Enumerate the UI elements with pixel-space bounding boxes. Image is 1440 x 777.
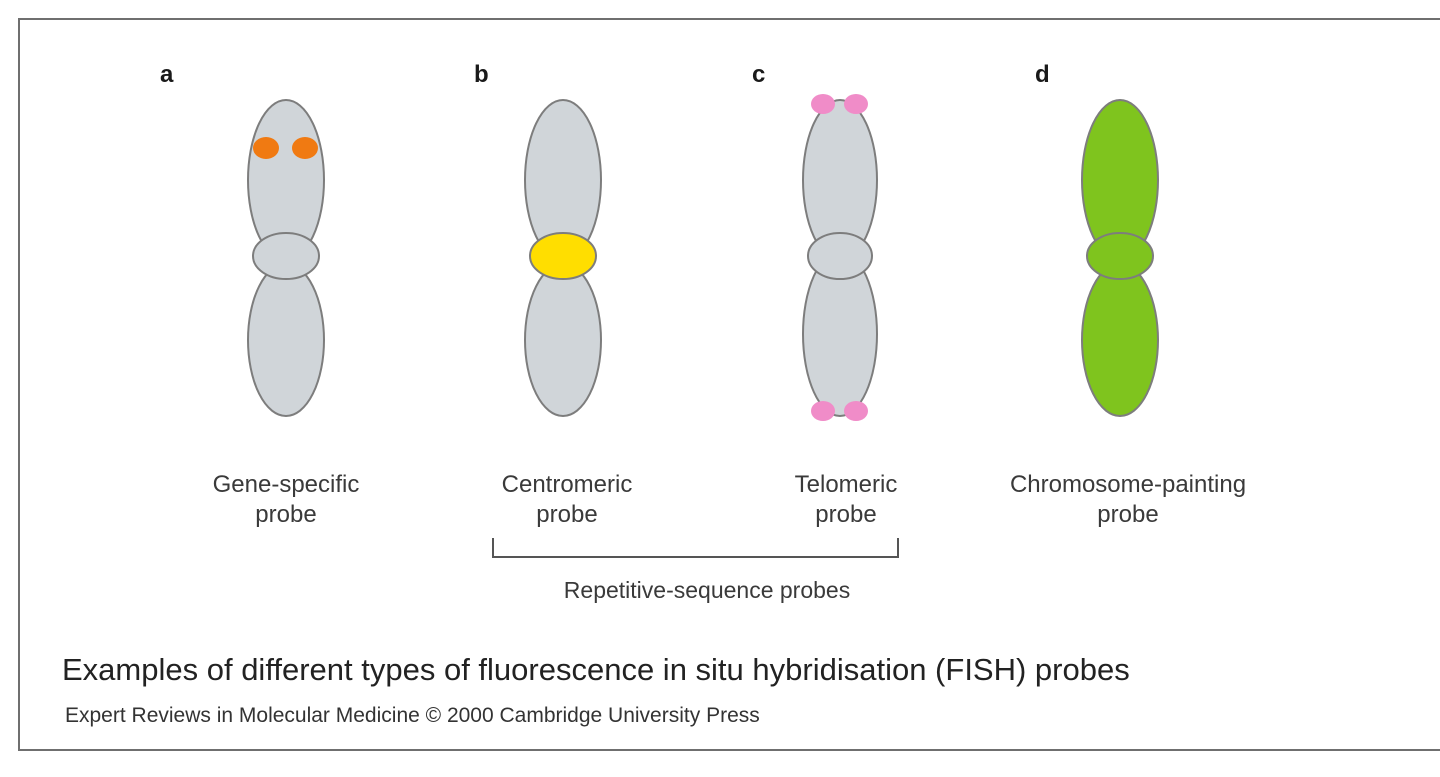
gene-probe-signal-right — [292, 137, 318, 159]
chromosome-a-lower-arm — [247, 263, 325, 417]
chromosome-c — [802, 94, 878, 421]
chromosome-d-centromere — [1086, 232, 1154, 280]
repetitive-probes-bracket — [492, 538, 899, 558]
chromosome-b — [524, 99, 602, 417]
chromosome-a — [247, 99, 325, 417]
telomeric-probe-signal-bottom-left — [811, 401, 835, 421]
label-centromeric-line1: Centromeric — [502, 471, 633, 498]
chromosome-a-centromere — [252, 232, 320, 280]
telomeric-probe-signal-bottom-right — [844, 401, 868, 421]
chromosome-b-lower-arm — [524, 263, 602, 417]
figure-frame — [18, 18, 1440, 751]
telomeric-probe-signal-top-right — [844, 94, 868, 114]
label-telomeric-line2: probe — [815, 501, 876, 528]
panel-letter-c: c — [752, 61, 765, 88]
chromosome-d — [1081, 99, 1159, 417]
label-gene-specific-line1: Gene-specific — [213, 471, 360, 498]
chromosome-d-lower-arm — [1081, 263, 1159, 417]
panel-letter-b: b — [474, 61, 489, 88]
label-painting-line2: probe — [1097, 501, 1158, 528]
gene-probe-signal-left — [253, 137, 279, 159]
label-gene-specific-line2: probe — [255, 501, 316, 528]
chromosome-c-centromere — [807, 232, 873, 280]
panel-letter-d: d — [1035, 61, 1050, 88]
label-telomeric-line1: Telomeric — [795, 471, 898, 498]
label-painting-line1: Chromosome-painting — [1010, 471, 1246, 498]
panel-letter-a: a — [160, 61, 174, 88]
repetitive-probes-label: Repetitive-sequence probes — [564, 577, 850, 603]
figure-credit: Expert Reviews in Molecular Medicine © 2… — [65, 704, 760, 727]
figure-caption: Examples of different types of fluoresce… — [62, 652, 1130, 687]
label-centromeric-line2: probe — [536, 501, 597, 528]
centromeric-probe-signal — [529, 232, 597, 280]
telomeric-probe-signal-top-left — [811, 94, 835, 114]
